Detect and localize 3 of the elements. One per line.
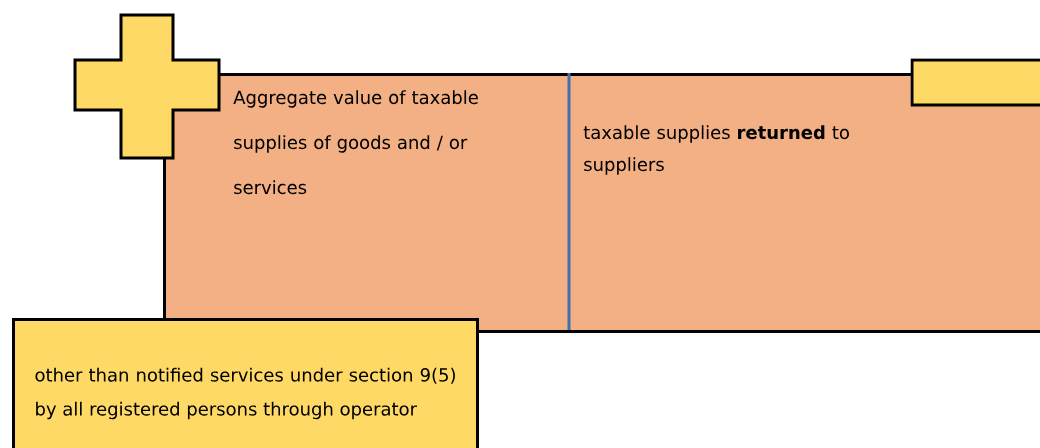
cell-text: taxable supplies returned to suppliers: [583, 125, 849, 175]
note-box: other than notified services under section 9(5) by all registered persons through operator: [12, 318, 479, 448]
cell-text: Aggregate value of taxable supplies of goods and / or services: [233, 90, 478, 195]
